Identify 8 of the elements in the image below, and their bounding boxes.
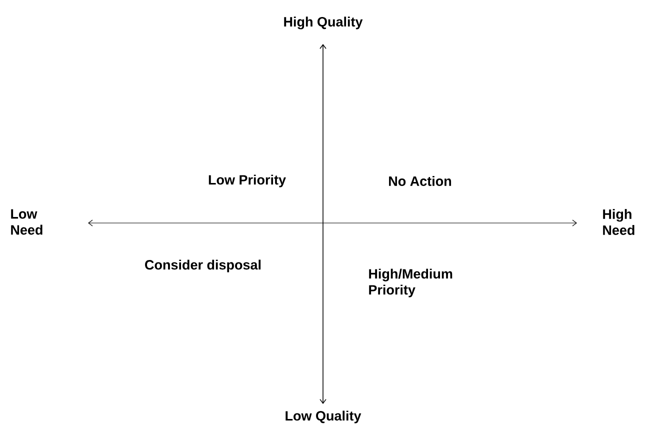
axis-label: Low Need <box>11 209 42 235</box>
axis-label: Low Priority <box>208 174 286 188</box>
axis-label: No Action <box>389 176 452 186</box>
axis-label: Low Quality <box>286 410 362 424</box>
axis-label: High Quality <box>284 16 363 30</box>
axis-label: High Need <box>603 209 634 235</box>
axis-label: High/Medium Priority <box>369 268 452 298</box>
axis-label: Consider disposal <box>145 260 261 272</box>
